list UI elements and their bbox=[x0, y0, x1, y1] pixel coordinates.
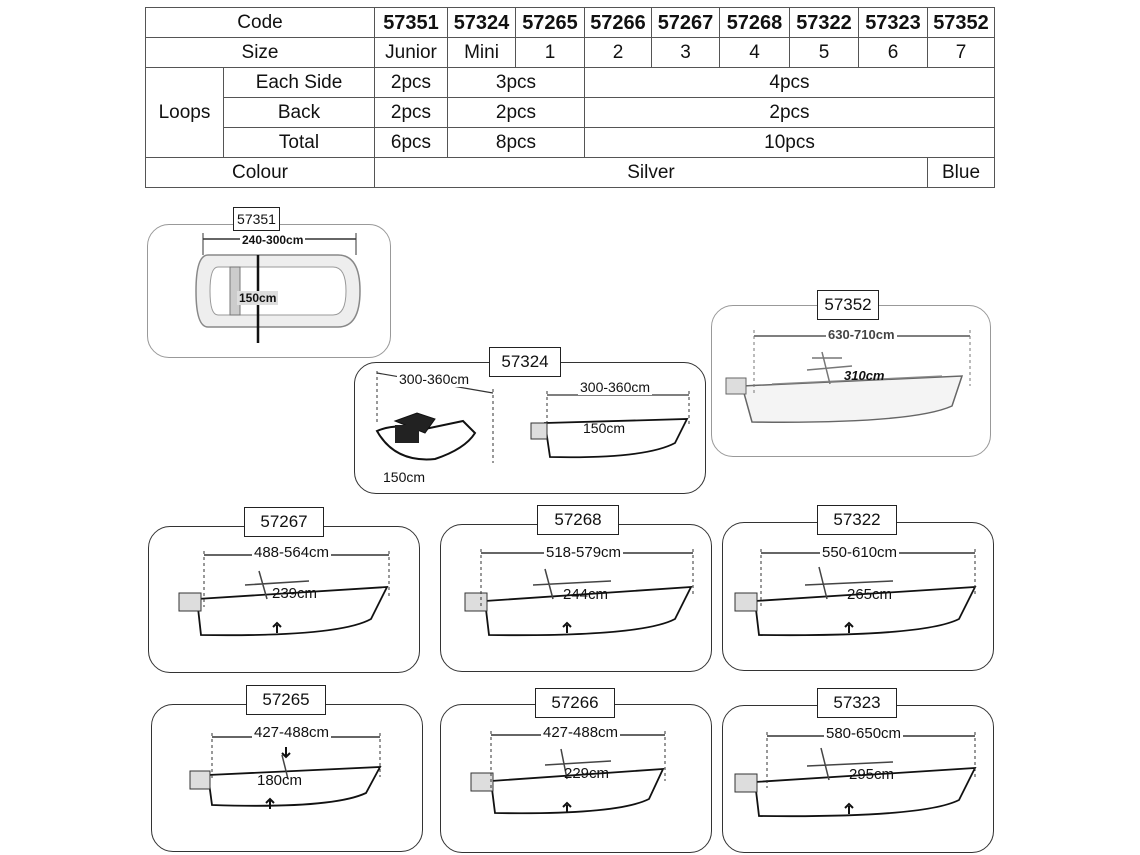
panel-57268 bbox=[440, 524, 712, 672]
size-cell: 3 bbox=[651, 37, 720, 68]
loops-cell: 8pcs bbox=[447, 127, 585, 158]
size-row: Size Junior Mini 1 2 3 4 5 6 7 bbox=[145, 37, 995, 68]
code-row: Code 57351 57324 57265 57266 57267 57268… bbox=[145, 7, 995, 38]
size-cell: 6 bbox=[858, 37, 928, 68]
colour-row: Colour Silver Blue bbox=[145, 157, 995, 188]
colour-cell: Silver bbox=[374, 157, 928, 188]
length-label-57322: 550-610cm bbox=[820, 544, 900, 561]
boat-57266-drawing bbox=[470, 731, 666, 815]
each-side-label: Each Side bbox=[223, 67, 375, 98]
code-label-57266: 57266 bbox=[535, 688, 615, 718]
length-label-57265: 427-488cm bbox=[252, 724, 332, 741]
width-label-57322: 265cm bbox=[847, 586, 893, 603]
code-cell: 57322 bbox=[789, 7, 859, 38]
jetski-and-boat-57324-drawing bbox=[375, 371, 690, 463]
loops-cell: 10pcs bbox=[584, 127, 995, 158]
loops-cell: 2pcs bbox=[374, 97, 448, 128]
code-cell: 57268 bbox=[719, 7, 790, 38]
jet-length-label-57324: 300-360cm bbox=[397, 371, 472, 387]
width-label-57266: 229cm bbox=[564, 765, 610, 782]
code-header: Code bbox=[145, 7, 375, 38]
total-label: Total bbox=[223, 127, 375, 158]
code-cell: 57267 bbox=[651, 7, 720, 38]
loops-cell: 4pcs bbox=[584, 67, 995, 98]
size-cell: 7 bbox=[927, 37, 995, 68]
boat-width-label-57324: 150cm bbox=[583, 420, 626, 436]
loops-cell: 6pcs bbox=[374, 127, 448, 158]
code-cell: 57265 bbox=[515, 7, 585, 38]
code-label-57268: 57268 bbox=[537, 505, 619, 535]
spec-table: Code 57351 57324 57265 57266 57267 57268… bbox=[145, 7, 995, 188]
code-label-57265: 57265 bbox=[246, 685, 326, 715]
width-label-57267: 239cm bbox=[272, 585, 318, 602]
code-cell: 57351 bbox=[374, 7, 448, 38]
loops-header: Loops bbox=[145, 67, 224, 158]
width-label-57323: 295cm bbox=[849, 766, 895, 783]
code-label-57267: 57267 bbox=[244, 507, 324, 537]
width-label-57268: 244cm bbox=[563, 586, 609, 603]
code-label-57351: 57351 bbox=[233, 207, 280, 231]
loops-total-row: Total 6pcs 8pcs 10pcs bbox=[146, 127, 995, 158]
code-label-57352: 57352 bbox=[817, 290, 879, 320]
loops-cell: 2pcs bbox=[447, 97, 585, 128]
size-cell: 1 bbox=[515, 37, 585, 68]
loops-cell: 2pcs bbox=[374, 67, 448, 98]
boat-57322-drawing bbox=[734, 549, 977, 637]
code-cell: 57323 bbox=[858, 7, 928, 38]
code-label-57323: 57323 bbox=[817, 688, 897, 718]
boat-57267-drawing bbox=[178, 551, 390, 637]
length-label-57266: 427-488cm bbox=[541, 724, 621, 741]
back-label: Back bbox=[223, 97, 375, 128]
code-cell: 57352 bbox=[927, 7, 995, 38]
loops-cell: 2pcs bbox=[584, 97, 995, 128]
size-cell: 5 bbox=[789, 37, 859, 68]
width-label-57265: 180cm bbox=[257, 772, 303, 789]
loops-cell: 3pcs bbox=[447, 67, 585, 98]
code-cell: 57266 bbox=[584, 7, 652, 38]
size-header: Size bbox=[145, 37, 375, 68]
boat-length-label-57324: 300-360cm bbox=[578, 379, 653, 395]
length-label-57267: 488-564cm bbox=[252, 544, 332, 561]
size-cell: 4 bbox=[719, 37, 790, 68]
size-cell: Junior bbox=[374, 37, 448, 68]
width-label-57351: 150cm bbox=[237, 291, 279, 305]
length-label-57323: 580-650cm bbox=[824, 725, 904, 742]
length-label-57351: 240-300cm bbox=[240, 233, 306, 247]
width-label-57352: 310cm bbox=[844, 368, 885, 383]
loops-each-side-row: Loops Each Side 2pcs 3pcs 4pcs bbox=[145, 67, 995, 158]
code-label-57324: 57324 bbox=[489, 347, 561, 377]
colour-cell: Blue bbox=[927, 157, 995, 188]
jet-width-label-57324: 150cm bbox=[381, 469, 428, 485]
code-label-57322: 57322 bbox=[817, 505, 897, 535]
code-cell: 57324 bbox=[447, 7, 516, 38]
size-cell: Mini bbox=[447, 37, 516, 68]
loops-back-row: Back 2pcs 2pcs 2pcs bbox=[146, 97, 995, 128]
boat-57352-drawing bbox=[725, 330, 971, 423]
boat-57323-drawing bbox=[734, 732, 977, 818]
colour-header: Colour bbox=[145, 157, 375, 188]
size-cell: 2 bbox=[584, 37, 652, 68]
length-label-57352: 630-710cm bbox=[826, 327, 897, 342]
boat-57268-drawing bbox=[464, 549, 694, 637]
length-label-57268: 518-579cm bbox=[544, 544, 624, 561]
